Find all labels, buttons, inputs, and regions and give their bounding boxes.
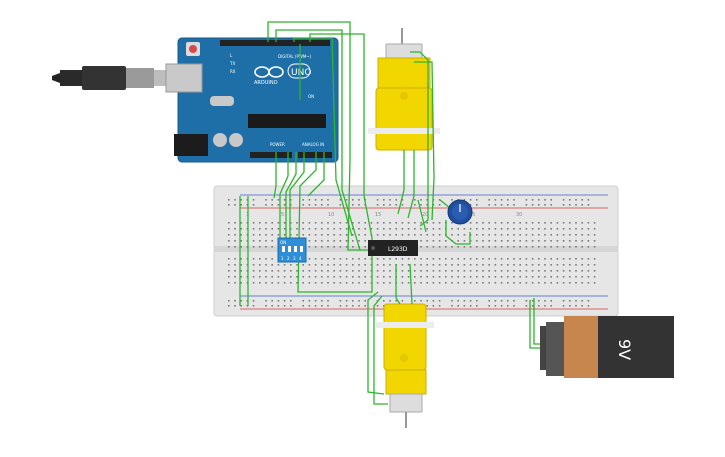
power-jack: [174, 134, 208, 156]
analog-label: ANALOG IN: [302, 142, 324, 147]
digital-label: DIGITAL (PWM~): [278, 54, 312, 59]
dip-number-3: 3: [293, 256, 296, 261]
battery-9v[interactable]: 9V: [540, 316, 674, 378]
col-label-15: 15: [375, 212, 381, 218]
col-label-20: 20: [422, 212, 428, 218]
usb-cable[interactable]: [52, 66, 180, 90]
power-label: POWER: [270, 142, 285, 147]
l-label: L: [230, 53, 233, 58]
capacitor-1: [213, 133, 227, 147]
dip-toggle-2: [288, 246, 291, 252]
driver-ic[interactable]: L293D: [368, 240, 418, 256]
dip-number-1: 1: [281, 256, 284, 261]
dip-switch[interactable]: ON 1 2 3 4: [277, 237, 307, 263]
motor-top[interactable]: [368, 28, 440, 151]
dip-number-2: 2: [287, 256, 290, 261]
dip-number-4: 4: [299, 256, 302, 261]
col-label-25: 25: [469, 212, 475, 218]
on-label: ON: [308, 94, 314, 99]
digital-header: [220, 40, 330, 46]
analog-header: [298, 152, 332, 158]
battery-top: [564, 316, 598, 378]
battery-terminals: [546, 322, 566, 376]
usb-port: [165, 63, 203, 93]
dip-toggle-1: [282, 246, 285, 252]
battery-label: 9V: [615, 339, 634, 360]
battery-snap: [540, 326, 548, 370]
rx-label: RX: [230, 69, 236, 74]
arduino-logo-text: ARDUINO: [254, 80, 278, 86]
battery-body: [598, 316, 674, 378]
atmega-chip: [248, 114, 326, 128]
tx-label: TX: [229, 61, 235, 66]
dip-toggle-3: [294, 246, 297, 252]
potentiometer[interactable]: [447, 199, 473, 225]
power-header: [250, 152, 292, 158]
col-label-5: 5: [281, 212, 284, 218]
capacitor-2: [229, 133, 243, 147]
col-label-30: 30: [516, 212, 522, 218]
arduino-board[interactable]: DIGITAL (PWM~) ARDUINO UNO TX RX L ON PO…: [165, 37, 339, 163]
arduino-model: UNO: [291, 68, 311, 78]
driver-ic-label: L293D: [388, 246, 408, 253]
col-label-10: 10: [328, 212, 334, 218]
crystal: [210, 96, 234, 106]
motor-bottom[interactable]: [376, 303, 434, 428]
dip-toggle-4: [300, 246, 303, 252]
arduino-logo: [254, 66, 284, 78]
dip-on-label: ON: [280, 240, 286, 245]
